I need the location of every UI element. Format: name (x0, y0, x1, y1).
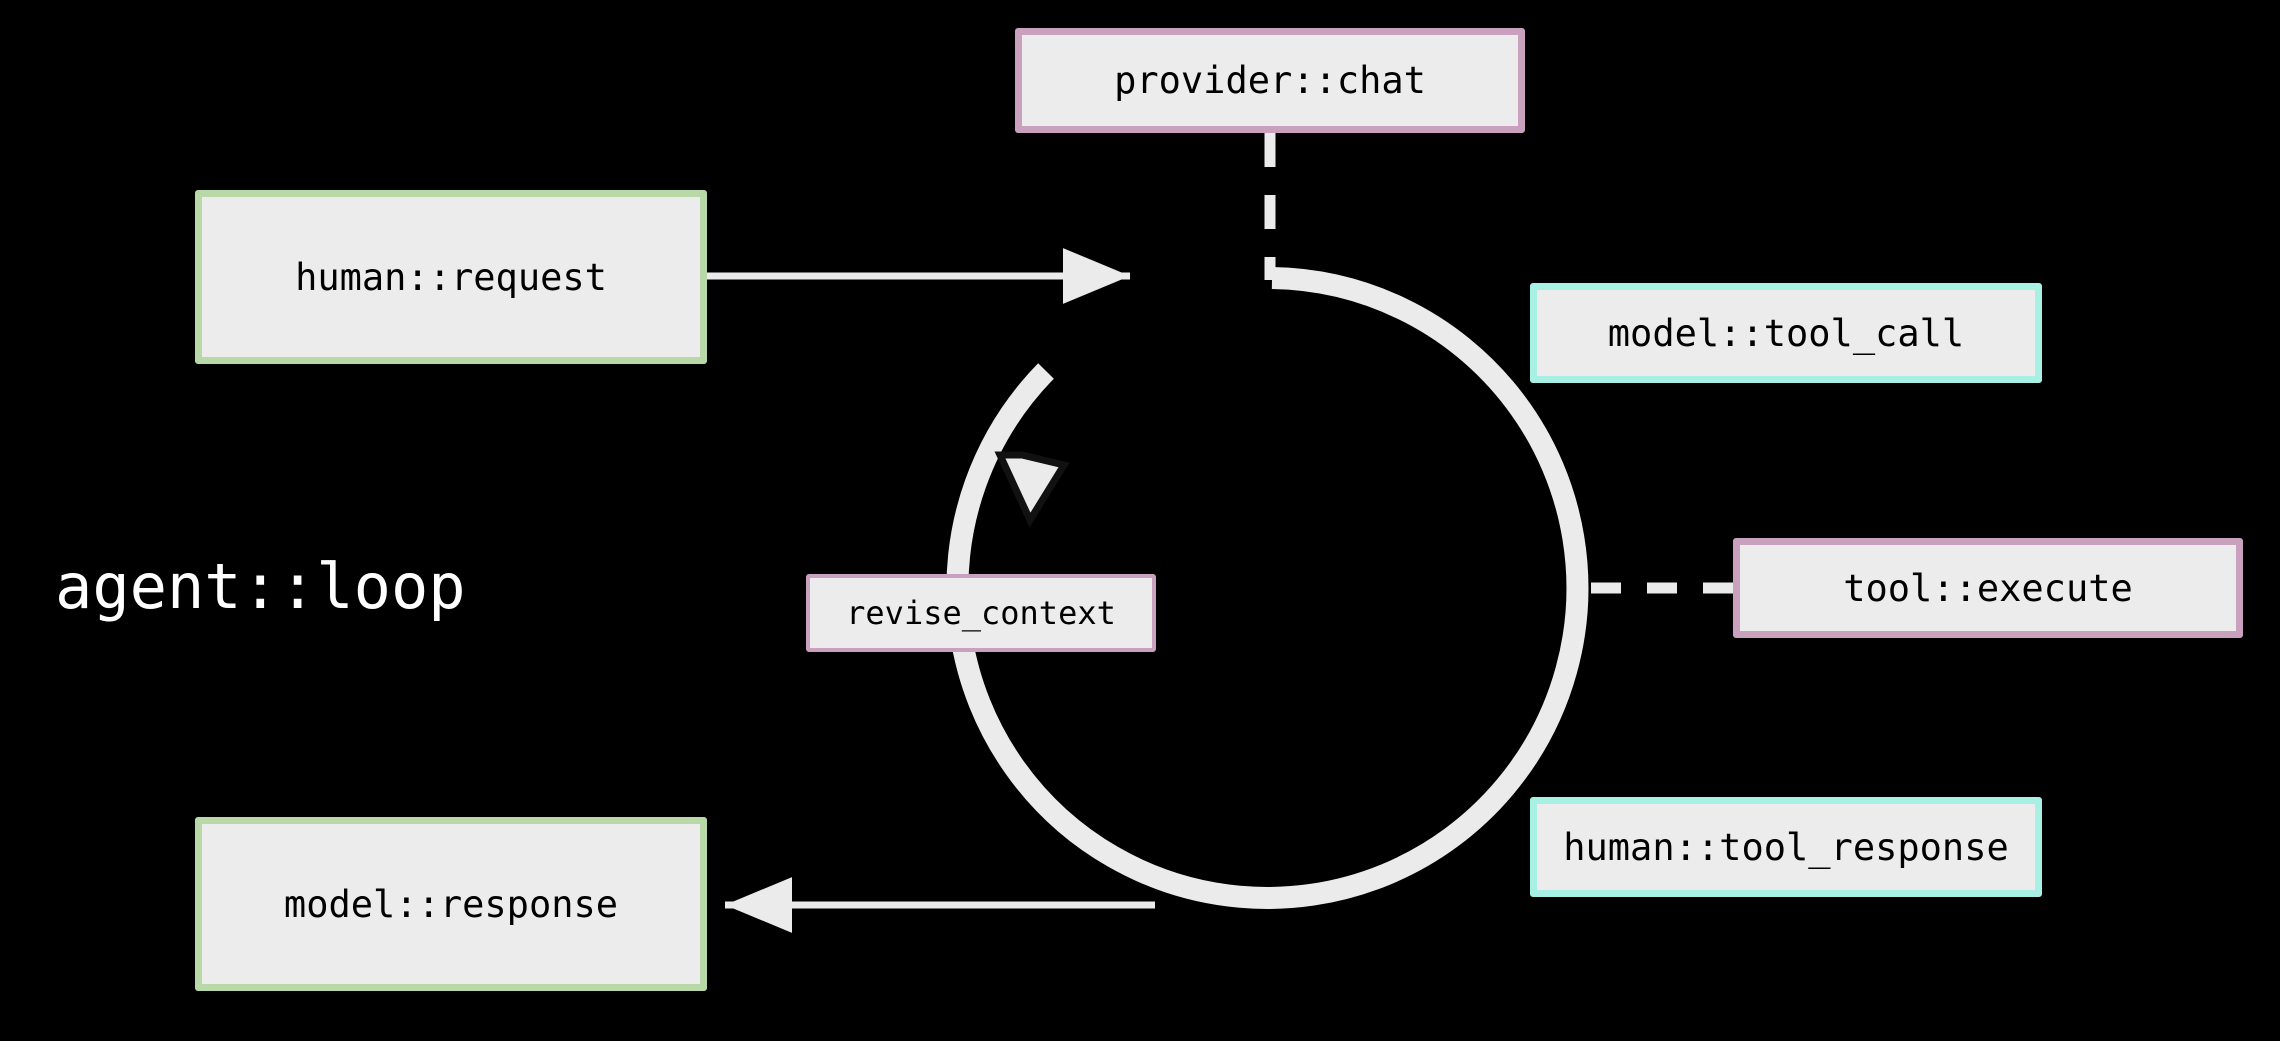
node-human-request-label: human::request (295, 255, 607, 299)
node-provider-chat-label: provider::chat (1114, 59, 1426, 102)
node-tool-execute-label: tool::execute (1843, 566, 2133, 610)
loop-arrowhead (994, 451, 1070, 528)
node-model-tool-call[interactable]: model::tool_call (1530, 283, 2042, 383)
edge-label-revise-context[interactable]: revise_context (806, 574, 1156, 652)
node-model-response-label: model::response (283, 882, 619, 926)
node-tool-execute[interactable]: tool::execute (1733, 538, 2243, 638)
node-human-request[interactable]: human::request (195, 190, 707, 364)
node-human-tool-response-label: human::tool_response (1563, 825, 2009, 869)
edge-label-revise-context-text: revise_context (846, 594, 1116, 632)
node-provider-chat[interactable]: provider::chat (1015, 28, 1525, 133)
page-title: agent::loop (55, 550, 466, 623)
node-model-response[interactable]: model::response (195, 817, 707, 991)
node-human-tool-response[interactable]: human::tool_response (1530, 797, 2042, 897)
node-model-tool-call-label: model::tool_call (1607, 311, 1965, 355)
